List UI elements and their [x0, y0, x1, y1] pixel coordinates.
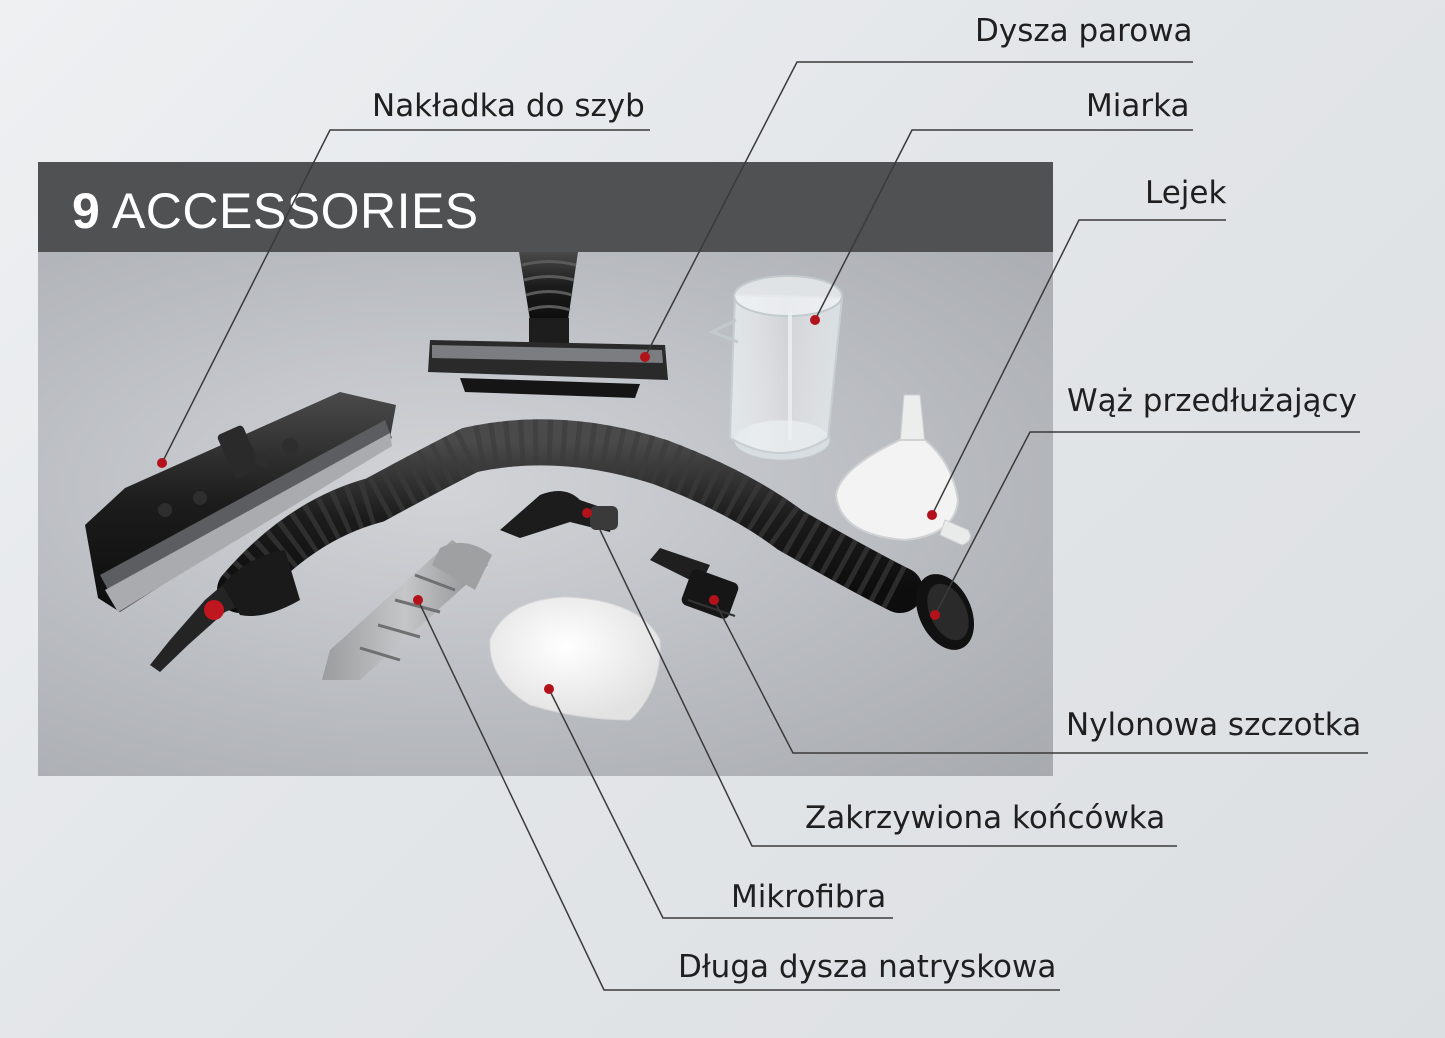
leader-line-zakrzywiona	[599, 529, 1177, 847]
marker-lejek	[927, 510, 937, 520]
nylon-brush	[650, 548, 739, 619]
leader-lines	[161, 61, 1368, 991]
label-nylonowa-szczotka: Nylonowa szczotka	[1066, 707, 1362, 743]
funnel	[834, 394, 971, 546]
microfibre-cloth	[489, 596, 661, 721]
marker-dysza-parowa	[640, 352, 650, 362]
long-spray-nozzle	[322, 540, 492, 680]
callout-markers	[157, 315, 940, 694]
marker-dluga-dysza	[413, 595, 423, 605]
leader-line-waz	[934, 431, 1360, 616]
curved-nozzle	[500, 491, 618, 538]
leader-line-lejek	[931, 219, 1226, 516]
leader-line-nylonowa	[713, 599, 1368, 754]
steam-nozzle-attachment	[428, 252, 668, 398]
leader-line-mikrofibra	[548, 688, 893, 919]
marker-waz	[930, 610, 940, 620]
marker-miarka	[810, 315, 820, 325]
marker-nylonowa	[709, 595, 719, 605]
accessory-count: 9	[72, 183, 101, 239]
window-squeegee-attachment	[85, 392, 396, 612]
label-lejek: Lejek	[1145, 175, 1227, 211]
label-nakladka-do-szyb: Nakładka do szyb	[372, 88, 645, 124]
leader-line-dysza-parowa	[644, 61, 1193, 358]
measuring-cup	[708, 275, 844, 461]
label-miarka: Miarka	[1086, 88, 1190, 124]
label-waz-przedluzajacy: Wąż przedłużający	[1067, 383, 1357, 419]
label-mikrofibra: Mikrofibra	[731, 879, 887, 915]
marker-zakrzywiona	[582, 508, 592, 518]
leader-line-miarka	[814, 129, 1193, 321]
label-dluga-dysza-natryskowa: Długa dysza natryskowa	[678, 949, 1057, 985]
leader-line-nakladka	[161, 129, 650, 464]
leader-line-dluga-dysza	[417, 599, 1060, 991]
marker-mikrofibra	[544, 684, 554, 694]
label-dysza-parowa: Dysza parowa	[975, 13, 1193, 49]
banner-title: 9 ACCESSORIES	[72, 176, 479, 246]
label-zakrzywiona-koncowka: Zakrzywiona końcówka	[805, 800, 1166, 836]
banner-title-text: ACCESSORIES	[111, 183, 479, 239]
title-banner	[38, 162, 1053, 252]
extension-hose	[150, 419, 975, 672]
marker-nakladka	[157, 458, 167, 468]
